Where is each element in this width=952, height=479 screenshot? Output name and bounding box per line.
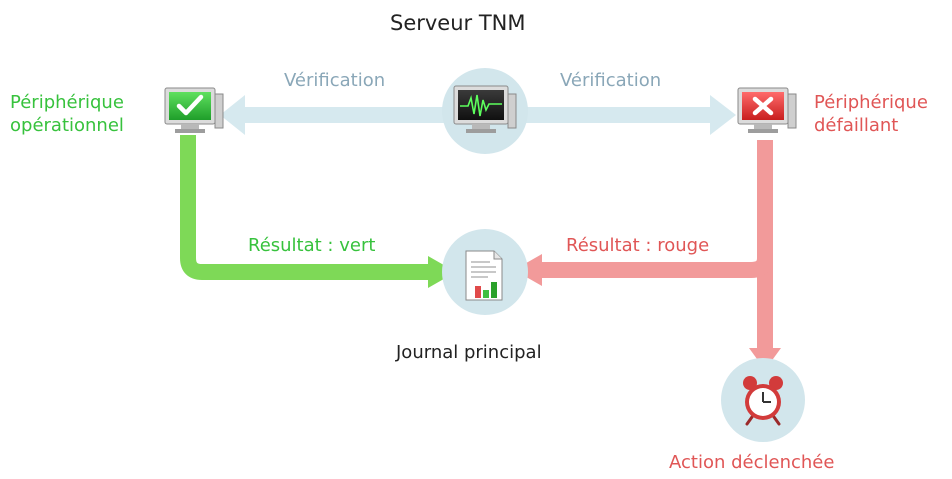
alarm-clock-icon (743, 376, 783, 426)
monitor-x-icon (737, 87, 797, 133)
check-arrow-left (220, 95, 262, 135)
server-title: Serveur TNM (390, 11, 526, 35)
failed-device-label-line2: défaillant (814, 115, 899, 136)
log-label: Journal principal (396, 342, 542, 363)
green-result-label: Résultat : vert (248, 235, 376, 256)
action-label: Action déclenchée (669, 452, 835, 473)
red-result-label: Résultat : rouge (566, 235, 710, 256)
check-arrow-right (710, 95, 736, 135)
log-document-chart-icon (465, 250, 503, 301)
check-label-right: Vérification (560, 70, 662, 91)
red-arrow-head-left (514, 254, 542, 286)
red-result-branch (540, 257, 773, 278)
check-arrow-left-shaft (245, 107, 445, 123)
failed-device-label-line1: Périphérique (814, 92, 928, 113)
check-arrow-right-shaft (520, 107, 712, 123)
ok-device-label-line1: Périphérique (10, 92, 124, 113)
monitor-check-icon (164, 87, 224, 133)
ok-device-label-line2: opérationnel (10, 115, 124, 136)
check-label-left: Vérification (284, 70, 386, 91)
monitor-waveform-icon (453, 85, 517, 133)
green-result-arrow (180, 135, 430, 280)
